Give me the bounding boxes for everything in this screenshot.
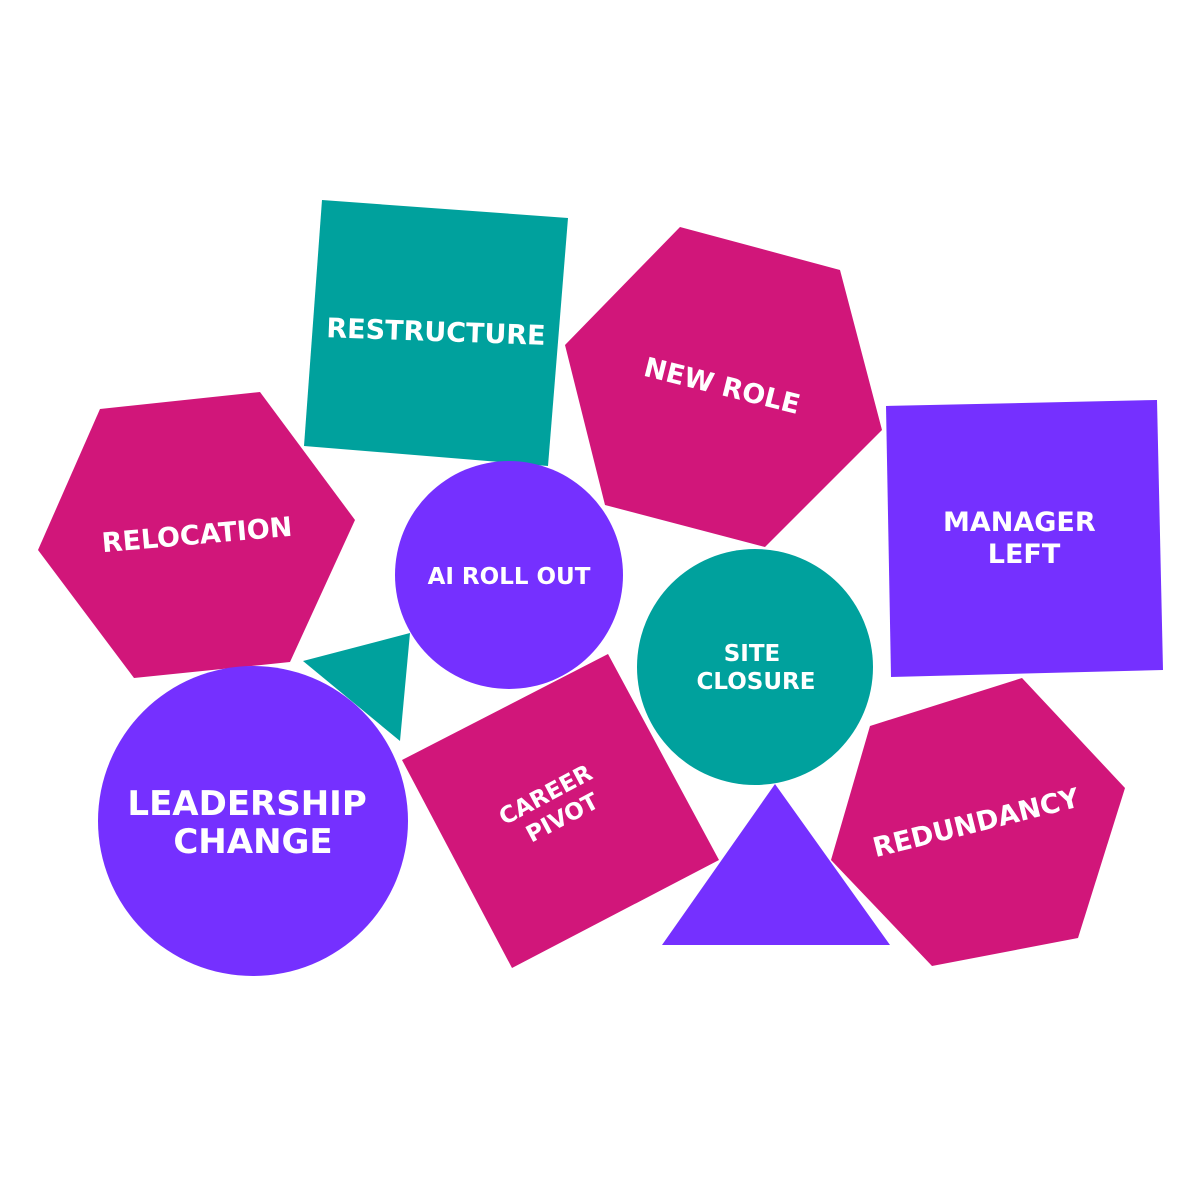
career-pivot-shape: CAREER PIVOT [402, 654, 719, 968]
manager-left-label: MANAGER LEFT [943, 507, 1105, 570]
restructure-square [304, 200, 568, 466]
manager-left-square [886, 400, 1163, 677]
relocation-shape: RELOCATION [38, 392, 355, 678]
redundancy-shape: REDUNDANCY [831, 678, 1125, 966]
relocation-hexagon [38, 392, 355, 678]
ai-roll-out-circle [395, 461, 623, 689]
redundancy-hexagon [831, 678, 1125, 966]
leadership-change-circle [98, 666, 408, 976]
career-pivot-square [402, 654, 719, 968]
new-role-shape: NEW ROLE [565, 227, 882, 547]
purple-triangle [662, 784, 890, 945]
restructure-label: RESTRUCTURE [326, 313, 546, 352]
ai-roll-out-label: AI ROLL OUT [428, 564, 591, 590]
teal-triangle [303, 633, 410, 741]
restructure-shape: RESTRUCTURE [304, 200, 568, 466]
new-role-hexagon [565, 227, 882, 547]
manager-left-shape: MANAGER LEFT [886, 400, 1163, 677]
leadership-change-label: LEADERSHIP CHANGE [127, 784, 378, 862]
site-closure-circle [637, 549, 873, 785]
ai-roll-out-shape: AI ROLL OUT [395, 461, 623, 689]
site-closure-label: SITE CLOSURE [697, 641, 816, 695]
site-closure-shape: SITE CLOSURE [637, 549, 873, 785]
leadership-change-shape: LEADERSHIP CHANGE [98, 666, 408, 976]
